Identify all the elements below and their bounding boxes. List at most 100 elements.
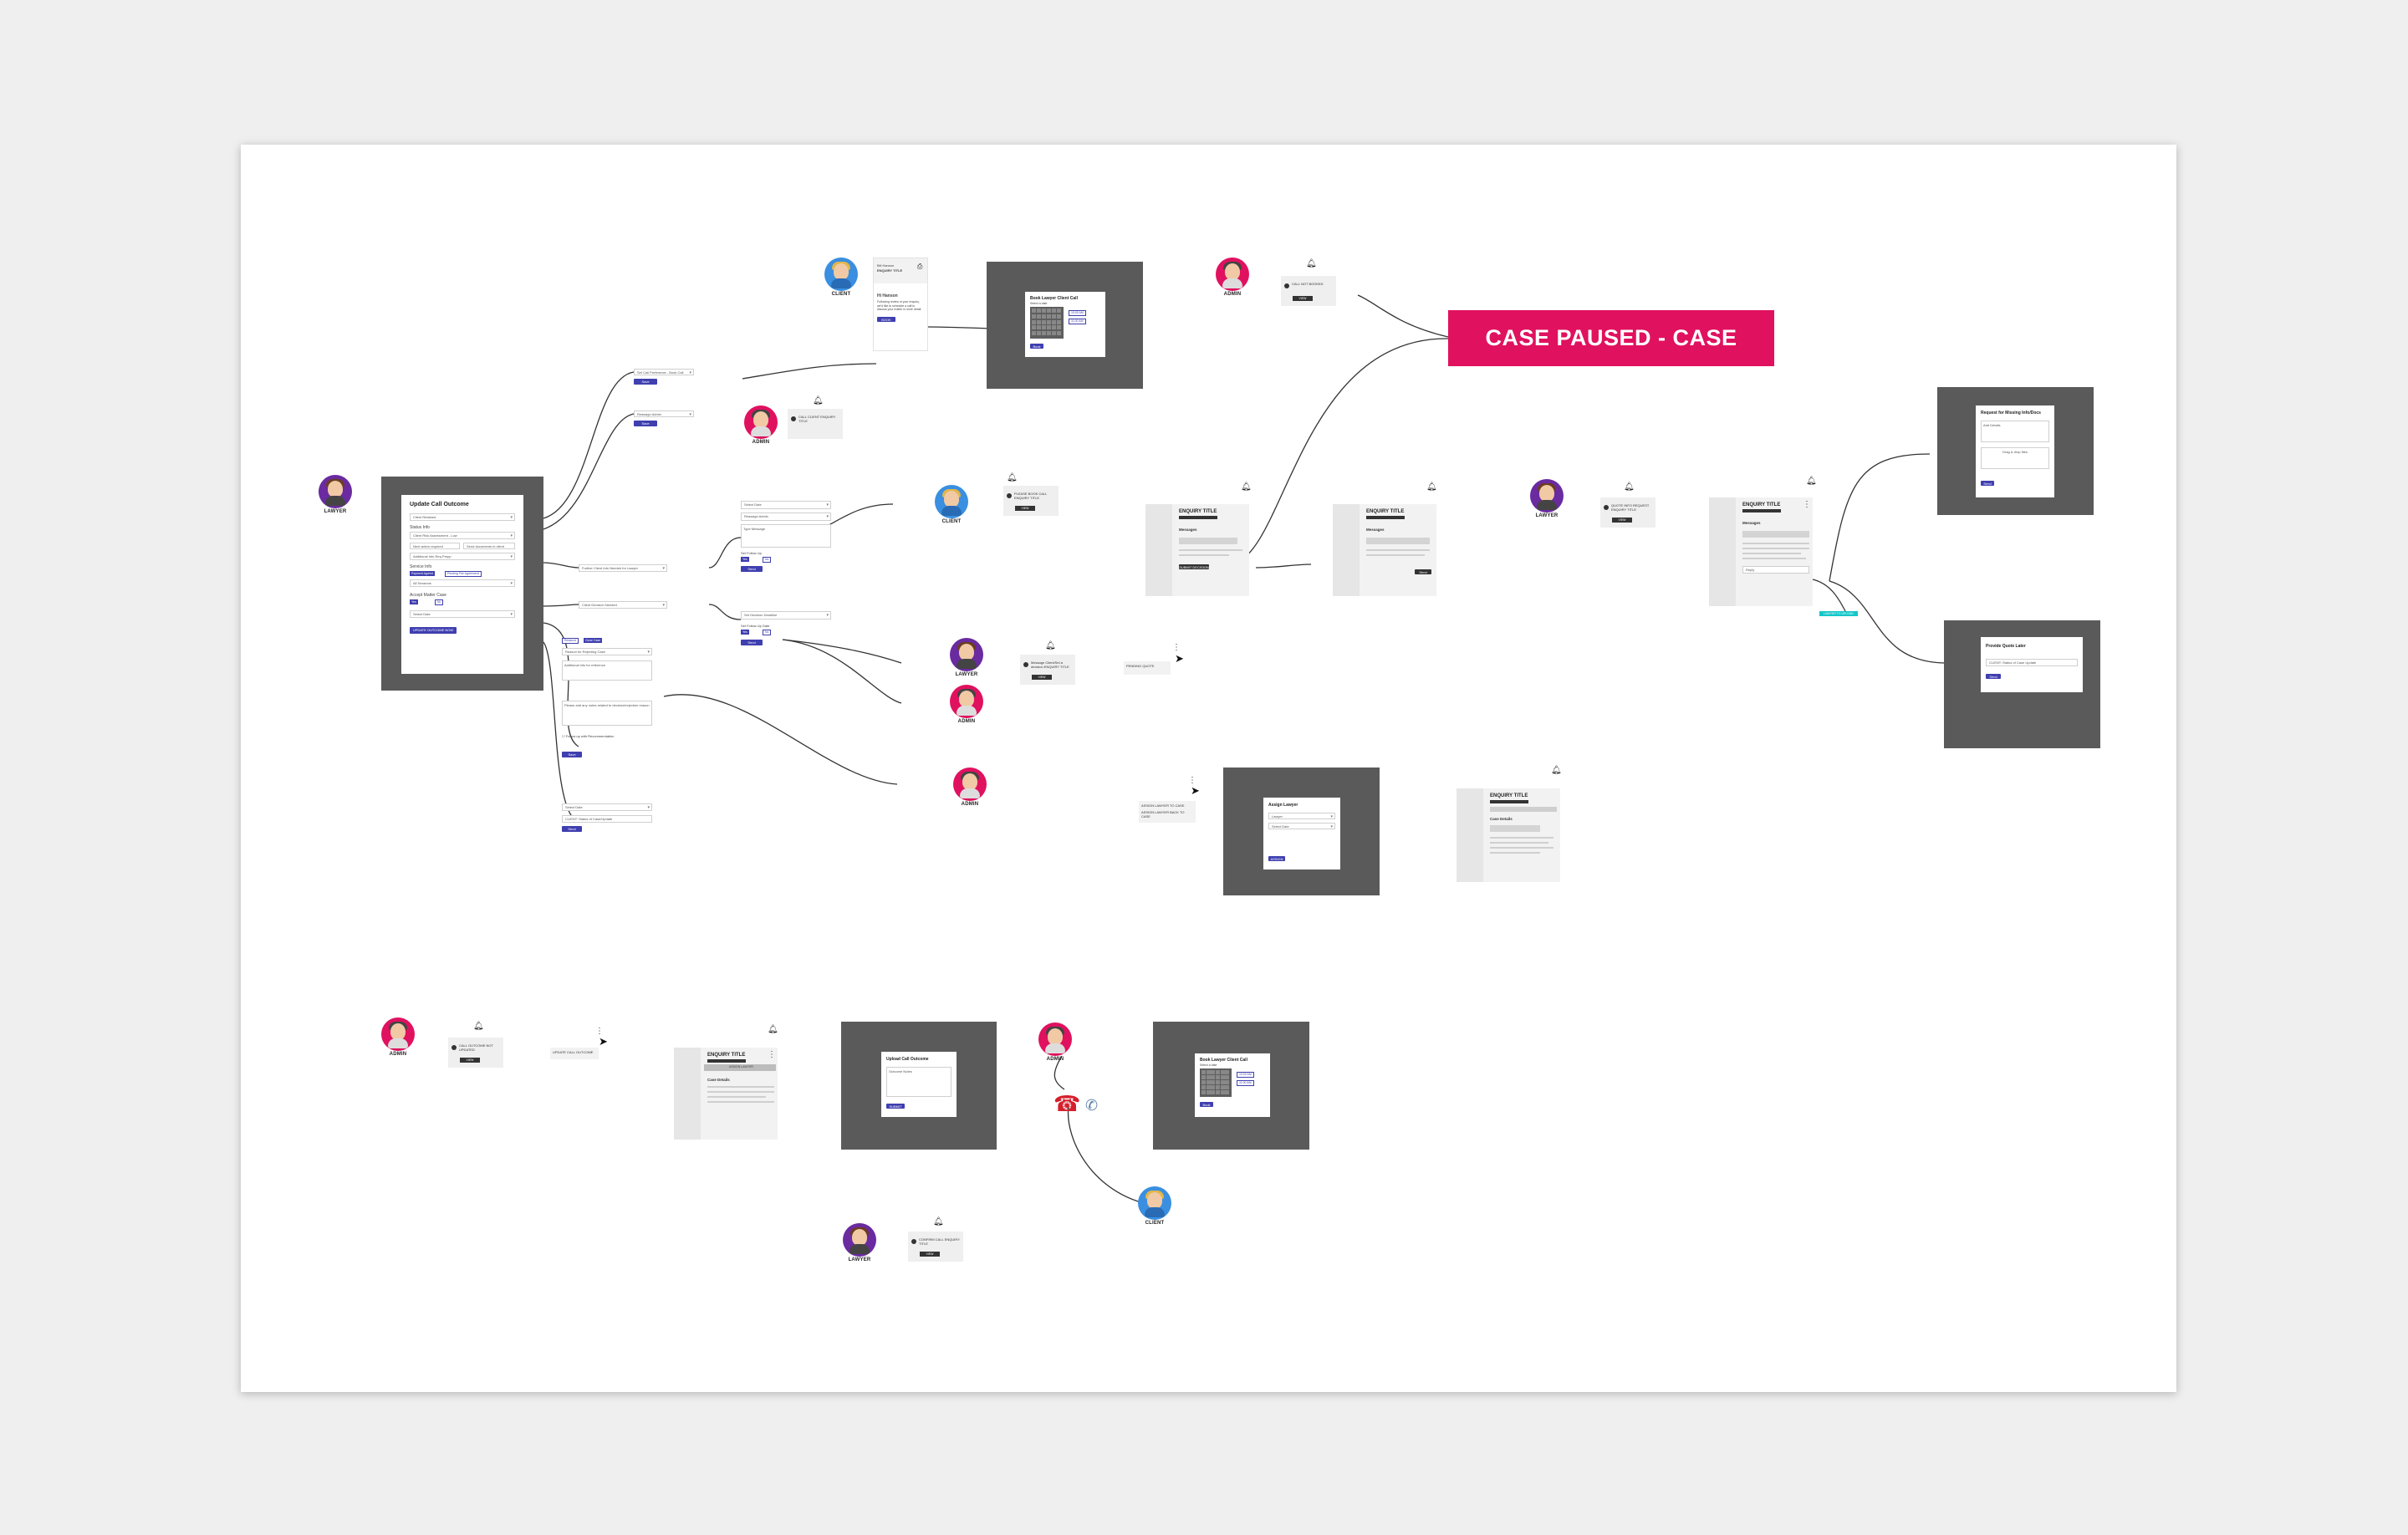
calendar-day[interactable]	[1216, 1080, 1220, 1084]
calendar-day[interactable]	[1211, 1070, 1216, 1074]
calendar-day[interactable]	[1032, 331, 1036, 336]
calendar-grid[interactable]	[1200, 1068, 1232, 1097]
calendar-day[interactable]	[1225, 1070, 1230, 1074]
notif-quote-info-btn[interactable]: VIEW	[1612, 518, 1632, 523]
upload-outcome-notes[interactable]: Outcome Notes	[886, 1067, 951, 1097]
reassign-select[interactable]: Reassign Admin	[634, 411, 694, 418]
notif-call-not-booked-btn[interactable]: VIEW	[1293, 296, 1313, 301]
assign-menu-item-b[interactable]: ASSIGN LAWYER BACK TO CASE	[1141, 810, 1185, 818]
schedule-chip-b[interactable]: No	[763, 630, 772, 635]
calendar-day[interactable]	[1042, 331, 1046, 336]
calendar-day[interactable]	[1206, 1090, 1211, 1094]
calendar-day[interactable]	[1047, 325, 1051, 330]
notif-message-client-btn[interactable]: VIEW	[1032, 675, 1052, 680]
upload-outcome-submit[interactable]: SUBMIT	[886, 1104, 905, 1109]
schedule-chip-a[interactable]: Yes	[741, 630, 749, 635]
slot-a[interactable]: 10:00 AM	[1069, 310, 1086, 316]
tab-close-case[interactable]: Close Case	[584, 638, 603, 643]
calendar-day[interactable]	[1057, 309, 1061, 313]
update-call-menu[interactable]: UPDATE CALL OUTCOME	[550, 1048, 599, 1059]
pending-quote-menu[interactable]: PENDING QUOTE	[1124, 661, 1171, 675]
calendar-day[interactable]	[1201, 1075, 1206, 1079]
followup-chip-a[interactable]: Yes	[741, 557, 749, 562]
calendar-day[interactable]	[1211, 1090, 1216, 1094]
calendar-day[interactable]	[1206, 1085, 1211, 1089]
calendar-day[interactable]	[1206, 1080, 1211, 1084]
missing-info-send[interactable]: Send	[1981, 481, 1994, 486]
calendar-day[interactable]	[1206, 1070, 1211, 1074]
calendar-day[interactable]	[1037, 309, 1041, 313]
calendar-day[interactable]	[1037, 331, 1041, 336]
reason-select[interactable]: Reason for Rejecting Case	[562, 648, 652, 655]
calendar-day[interactable]	[1032, 314, 1036, 319]
tab-retained[interactable]: Retained	[562, 638, 579, 644]
calendar-day[interactable]	[1052, 325, 1056, 330]
call-pref-select[interactable]: Set Call Preference - Book Call	[634, 369, 694, 376]
notif-call-client[interactable]: CALL CLIENT ENQUIRY TITLE	[788, 409, 843, 439]
slot-b-bottom[interactable]: 11:00 AM	[1237, 1080, 1254, 1086]
calendar-day[interactable]	[1037, 325, 1041, 330]
assign-lawyer-button[interactable]: ASSIGN	[1268, 856, 1285, 861]
calendar-day[interactable]	[1206, 1075, 1211, 1079]
calendar-day[interactable]	[1047, 309, 1051, 313]
reply-input[interactable]: Reply	[1742, 566, 1809, 574]
calendar-day[interactable]	[1220, 1085, 1225, 1089]
calendar-day[interactable]	[1057, 331, 1061, 336]
calendar-day[interactable]	[1042, 314, 1046, 319]
notif-outcome-not-updated-btn[interactable]: VIEW	[460, 1058, 480, 1063]
calendar-day[interactable]	[1216, 1075, 1220, 1079]
option-next-action[interactable]: Next action required	[410, 543, 460, 549]
calendar-day[interactable]	[1057, 314, 1061, 319]
calendar-day[interactable]	[1201, 1080, 1206, 1084]
chip-pending-fee[interactable]: Pending Fee Agreement	[445, 571, 482, 577]
kebab-icon[interactable]: ⋮	[1172, 643, 1181, 652]
calendar-day[interactable]	[1225, 1090, 1230, 1094]
accept-yes[interactable]: Yes	[410, 599, 418, 604]
chip-payment-agreed[interactable]: Payment Agreed	[410, 571, 435, 576]
additional-info-input[interactable]: Additional info for reference	[562, 660, 652, 681]
kebab-icon[interactable]: ⋮	[1188, 776, 1196, 785]
calendar-day[interactable]	[1042, 319, 1046, 324]
assign-menu[interactable]: ASSIGN LAWYER TO CASE ASSIGN LAWYER BACK…	[1139, 801, 1196, 823]
calendar-day[interactable]	[1032, 325, 1036, 330]
fee-select[interactable]: All Sessions	[410, 579, 515, 587]
notif-message-client[interactable]: Message Client/Set a decision ENQUIRY TI…	[1020, 655, 1075, 685]
reassign-lawyer-select[interactable]: Reassign Admin	[741, 513, 831, 521]
calendar-day[interactable]	[1032, 309, 1036, 313]
send-btn[interactable]: Send	[1415, 569, 1431, 574]
status-select[interactable]: Client Risk Assessment - Low	[410, 532, 515, 539]
fee-date-select[interactable]: Select Date	[741, 501, 831, 509]
calendar-day[interactable]	[1052, 309, 1056, 313]
submit-decision-btn[interactable]: SUBMIT DECISION	[1179, 564, 1209, 569]
close-select[interactable]: Client Decision Needed	[579, 601, 667, 609]
calendar-day[interactable]	[1052, 319, 1056, 324]
calendar-day[interactable]	[1225, 1085, 1230, 1089]
provide-quote-send[interactable]: Send	[1986, 674, 2001, 679]
calendar-grid[interactable]	[1030, 307, 1064, 339]
calendar-day[interactable]	[1052, 331, 1056, 336]
followup-send[interactable]: Send	[741, 566, 763, 572]
provide-quote-field[interactable]: CLIENT: Status of Case Update	[1986, 659, 2078, 666]
calendar-day[interactable]	[1216, 1085, 1220, 1089]
schedule-send[interactable]: Send	[741, 640, 763, 645]
assign-date-select[interactable]: Select Date	[1268, 823, 1335, 830]
followup-chip-b[interactable]: No	[763, 557, 772, 563]
calendar-day[interactable]	[1047, 314, 1051, 319]
calendar-day[interactable]	[1057, 325, 1061, 330]
calendar-day[interactable]	[1220, 1070, 1225, 1074]
option-send-docs[interactable]: Send documents to client	[463, 543, 515, 549]
calendar-day[interactable]	[1216, 1070, 1220, 1074]
calendar-day[interactable]	[1201, 1085, 1206, 1089]
book-call-button-bottom[interactable]: Book	[1200, 1102, 1213, 1107]
calendar-day[interactable]	[1211, 1080, 1216, 1084]
calendar-day[interactable]	[1201, 1090, 1206, 1094]
book-call-button[interactable]: Book	[1030, 344, 1043, 349]
calendar-day[interactable]	[1211, 1085, 1216, 1089]
missing-info-attach[interactable]: Drag & drop files	[1981, 447, 2049, 469]
calendar-day[interactable]	[1042, 309, 1046, 313]
kebab-icon[interactable]: ⋮	[768, 1050, 776, 1059]
calendar-day[interactable]	[1220, 1090, 1225, 1094]
